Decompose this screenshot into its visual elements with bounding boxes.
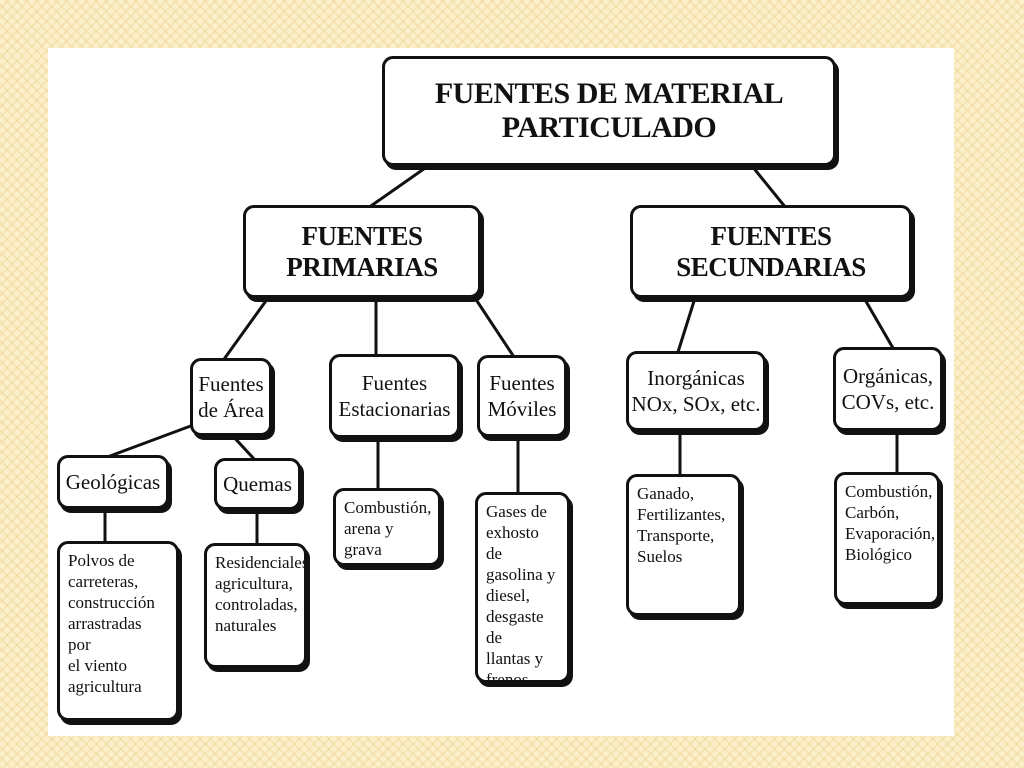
organicas-detalle-node: Combustión, Carbón, Evaporación, Biológi… — [834, 472, 940, 605]
geologicas-detalle-node: Polvos de carreteras, construcción arras… — [57, 541, 179, 721]
fuentes-secundarias-node: FUENTES SECUNDARIAS — [630, 205, 912, 298]
inorganicas-detalle-node: Ganado, Fertilizantes, Transporte, Suelo… — [626, 474, 741, 616]
geologicas-node: Geológicas — [57, 455, 169, 509]
fuentes-moviles-node: Fuentes Móviles — [477, 355, 567, 437]
organicas-node: Orgánicas, COVs, etc. — [833, 347, 943, 431]
fuentes-estacionarias-node: Fuentes Estacionarias — [329, 354, 460, 438]
fuentes-primarias-node: FUENTES PRIMARIAS — [243, 205, 481, 298]
inorganicas-node: Inorgánicas NOx, SOx, etc. — [626, 351, 766, 431]
quemas-detalle-node: Residenciales, agricultura, controladas,… — [204, 543, 307, 668]
estacionarias-detalle-node: Combustión, arena y grava — [333, 488, 441, 566]
root-node: FUENTES DE MATERIAL PARTICULADO — [382, 56, 836, 166]
fuentes-area-node: Fuentes de Área — [190, 358, 272, 436]
quemas-node: Quemas — [214, 458, 301, 510]
moviles-detalle-node: Gases de exhosto de gasolina y diesel, d… — [475, 492, 570, 683]
